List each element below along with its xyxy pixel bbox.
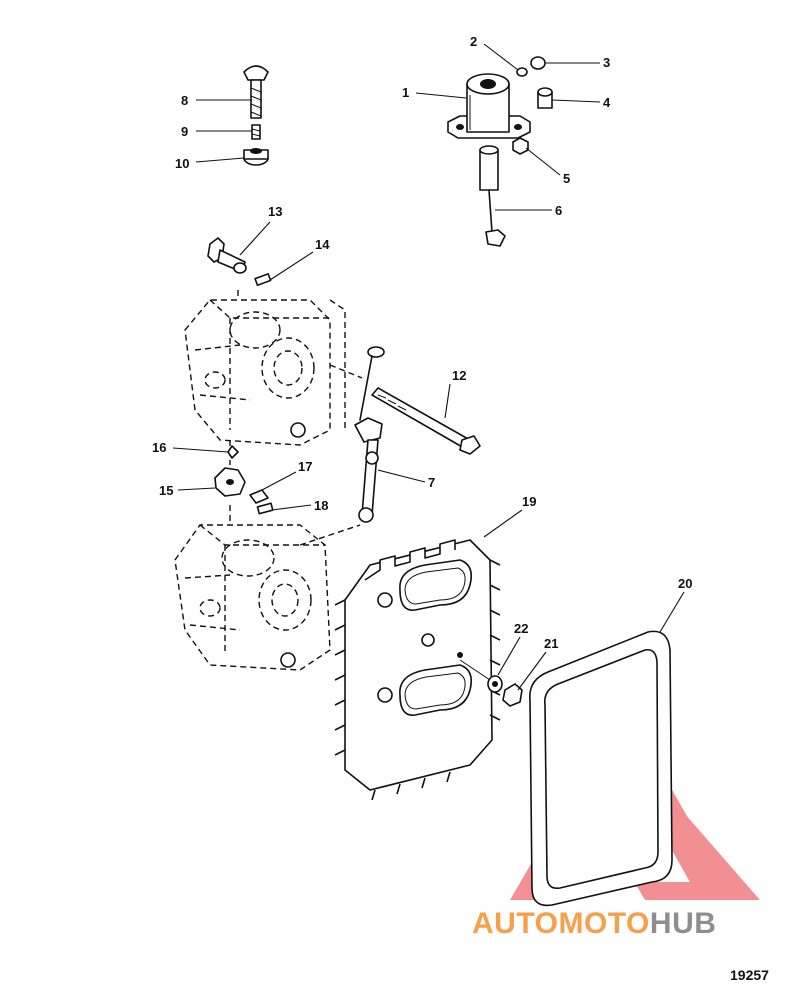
- callout-4: 4: [603, 95, 611, 110]
- callout-16: 16: [152, 440, 166, 455]
- callout-9: 9: [181, 124, 188, 139]
- callout-15: 15: [159, 483, 173, 498]
- callout-19: 19: [522, 494, 536, 509]
- part-plunger-assembly: [243, 65, 269, 166]
- part-screw-washer: [459, 659, 523, 707]
- part-solenoid-assembly: [447, 56, 553, 247]
- callout-labels: 1 2 3 4 5 6 7 8 9 10 12 13 14 15 16 17 1…: [152, 34, 692, 651]
- callout-1: 1: [402, 85, 409, 100]
- watermark-text: AUTOMOTOHUB: [472, 907, 716, 940]
- part-plate: [334, 539, 501, 801]
- upper-carburetor: [184, 290, 346, 446]
- callout-13: 13: [268, 204, 282, 219]
- callout-18: 18: [314, 498, 328, 513]
- part-gasket: [529, 630, 673, 907]
- callout-12: 12: [452, 368, 466, 383]
- watermark-text-automoto: AUTOMOTO: [472, 907, 650, 940]
- callout-22: 22: [514, 621, 528, 636]
- callout-7: 7: [428, 475, 435, 490]
- callout-20: 20: [678, 576, 692, 591]
- callout-21: 21: [544, 636, 558, 651]
- part-linkage: [299, 346, 481, 546]
- drawing-number: 19257: [730, 967, 769, 983]
- callout-5: 5: [563, 171, 570, 186]
- callout-8: 8: [181, 93, 188, 108]
- callout-10: 10: [175, 156, 189, 171]
- part-cam: [214, 445, 274, 515]
- callout-17: 17: [298, 459, 312, 474]
- callout-6: 6: [555, 203, 562, 218]
- part-lever: [207, 237, 272, 287]
- callout-2: 2: [470, 34, 477, 49]
- callout-14: 14: [315, 237, 330, 252]
- lower-carburetor: [174, 440, 331, 671]
- callout-3: 3: [603, 55, 610, 70]
- watermark-text-hub: HUB: [650, 907, 717, 940]
- leader-lines: [172, 43, 685, 691]
